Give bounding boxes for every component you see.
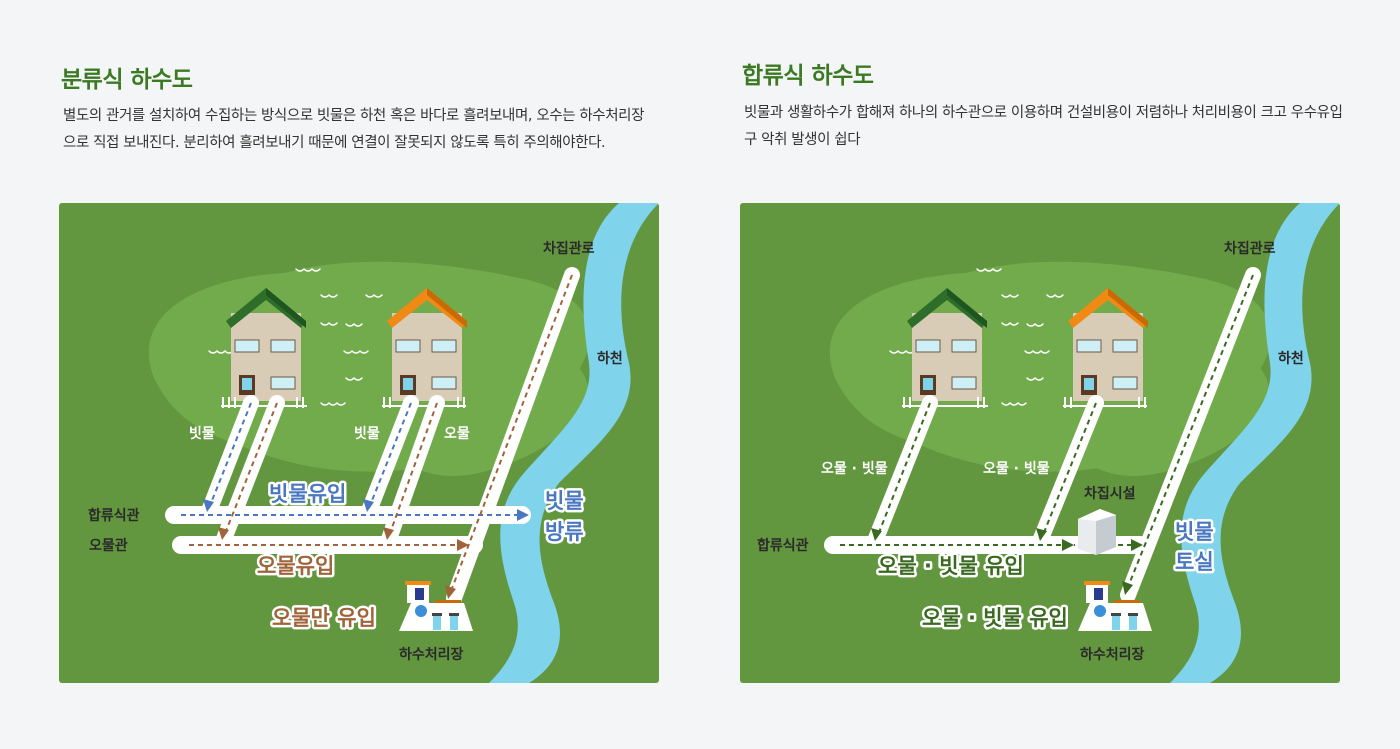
arrow-head [1122,581,1133,595]
house-orange-roof [382,288,467,408]
label-mixed-house1: 오물 · 빗물 [821,460,888,477]
separate-sewer-diagram: 차집관로 하천 빗물 빗물 오물 합류식관 오물관 빗물유입 오물유입 빗물 방… [59,203,659,683]
label-treatment-plant: 하수처리장 [399,646,464,663]
arrow-head [1131,539,1143,551]
label-rain-house1: 빗물 [189,425,215,442]
house-green-roof [902,288,988,408]
river [489,203,659,683]
label-loss-line2: 토실 [1175,550,1214,574]
arrow-head [363,499,374,512]
label-mixed-inflow-plant: 오물 · 빗물 유입 [922,606,1068,630]
section-title: 합류식 하수도 [742,63,874,89]
arrow-head [203,499,214,512]
house-green-roof [221,288,307,408]
label-mixed-inflow-pipe: 오물 · 빗물 유입 [878,554,1024,578]
facility-box-icon [1078,509,1116,555]
arrow-head [457,539,469,551]
diagram-canvas: 차집관로 하천 오물 · 빗물 오물 · 빗물 차집시설 합류식관 오물 · 빗… [757,203,1340,683]
label-discharge-line1: 빗물 [545,489,584,513]
label-river: 하천 [597,350,623,367]
treatment-plant-icon [399,581,473,631]
label-combined-pipe: 합류식관 [757,537,809,554]
label-loss-line1: 빗물 [1175,520,1214,544]
section-description: 빗물과 생활하수가 합해져 하나의 하수관으로 이용하며 건설비용이 저렴하나 … [744,105,1343,148]
label-interceptor: 차집관로 [1224,240,1276,257]
label-discharge-line2: 방류 [545,520,584,544]
diagram-canvas: 차집관로 하천 빗물 빗물 오물 합류식관 오물관 빗물유입 오물유입 빗물 방… [88,203,659,683]
label-facility: 차집시설 [1084,485,1136,502]
arrow-head [517,509,529,521]
mixed-flows [840,274,1254,588]
arrow-head [383,527,394,540]
label-sewage-pipe: 오물관 [89,537,128,554]
section-description: 별도의 관거를 설치하여 수집하는 방식으로 빗물은 하천 혹은 바다로 흘려보… [63,108,645,151]
river [1170,203,1340,683]
treatment-plant-icon [1078,581,1152,631]
house-orange-roof [1063,288,1148,408]
label-sewage-house2: 오물 [444,426,470,442]
label-sewage-only-inflow: 오물만 유입 [272,606,376,630]
arrow-head [218,527,229,540]
grass-marks [889,267,1064,406]
arrow-head [445,585,456,599]
label-combined-pipe: 합류식관 [88,507,140,524]
sewage-flows [189,274,573,592]
combined-sewer-diagram: 차집관로 하천 오물 · 빗물 오물 · 빗물 차집시설 합류식관 오물 · 빗… [740,203,1340,683]
label-mixed-house2: 오물 · 빗물 [983,460,1050,477]
arrow-head [1062,539,1074,551]
rain-flows [181,402,519,516]
arrow-head [1036,528,1047,541]
label-rain-house2: 빗물 [354,425,380,442]
arrow-head [871,528,882,541]
label-river: 하천 [1278,350,1304,367]
grass-marks [208,267,383,406]
section-title: 분류식 하수도 [61,67,193,93]
label-interceptor: 차집관로 [543,240,595,257]
label-rain-inflow: 빗물유입 [269,482,346,506]
label-treatment-plant: 하수처리장 [1080,646,1145,663]
label-sewage-inflow: 오물유입 [257,554,334,578]
